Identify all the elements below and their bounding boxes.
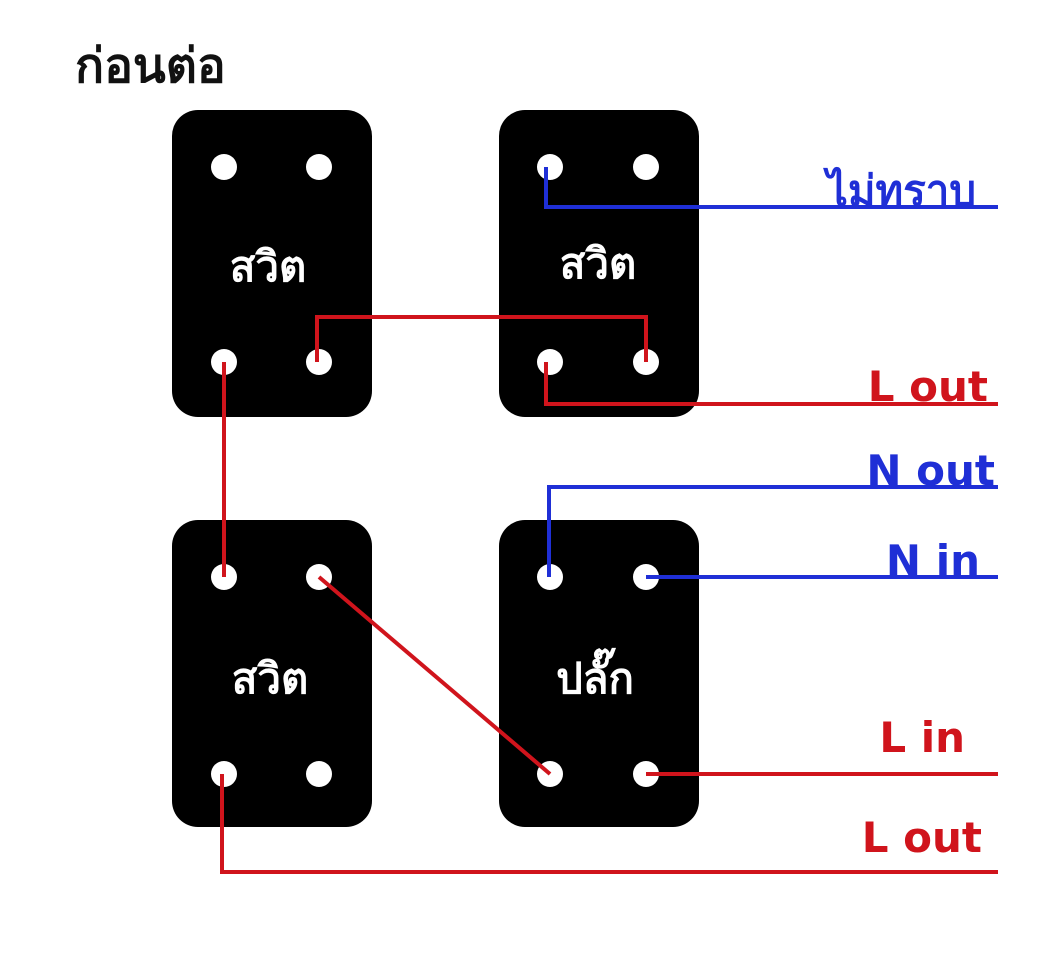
wire-unknown [544, 167, 998, 209]
label-l-in: L in [879, 713, 965, 762]
label-n-in: N in [886, 536, 980, 585]
switch-top-right: สวิต [499, 110, 699, 417]
switch-top-right-body [499, 110, 699, 417]
wire-l-out-bottom [220, 774, 998, 874]
switch-top-left-body [172, 110, 372, 417]
switch-top-right-label: สวิต [560, 239, 637, 288]
switch-bottom-left-body [172, 520, 372, 827]
label-l-out-bottom: L out [862, 813, 982, 862]
switch-top-left: สวิต [172, 110, 372, 417]
wire-switch-bridge [315, 315, 648, 362]
plug-label: ปลั๊ก [556, 647, 634, 703]
terminal [306, 761, 332, 787]
label-n-out: N out [866, 446, 995, 495]
terminal [211, 154, 237, 180]
plug-body [499, 520, 699, 827]
label-l-out-top: L out [868, 362, 988, 411]
wire-n-out [547, 485, 998, 577]
terminal [537, 349, 563, 375]
wire-l-out-top [544, 362, 998, 406]
wire-diagonal [317, 575, 552, 776]
switch-top-left-label: สวิต [230, 242, 307, 291]
label-unknown: ไม่ทราบ [823, 166, 976, 215]
plug: ปลั๊ก [499, 520, 699, 827]
switch-bottom-left: สวิต [172, 520, 372, 827]
diagram-title: ก่อนต่อ [75, 38, 226, 94]
terminal [306, 154, 332, 180]
terminal [537, 154, 563, 180]
terminal [633, 154, 659, 180]
switch-bottom-left-label: สวิต [232, 654, 309, 703]
